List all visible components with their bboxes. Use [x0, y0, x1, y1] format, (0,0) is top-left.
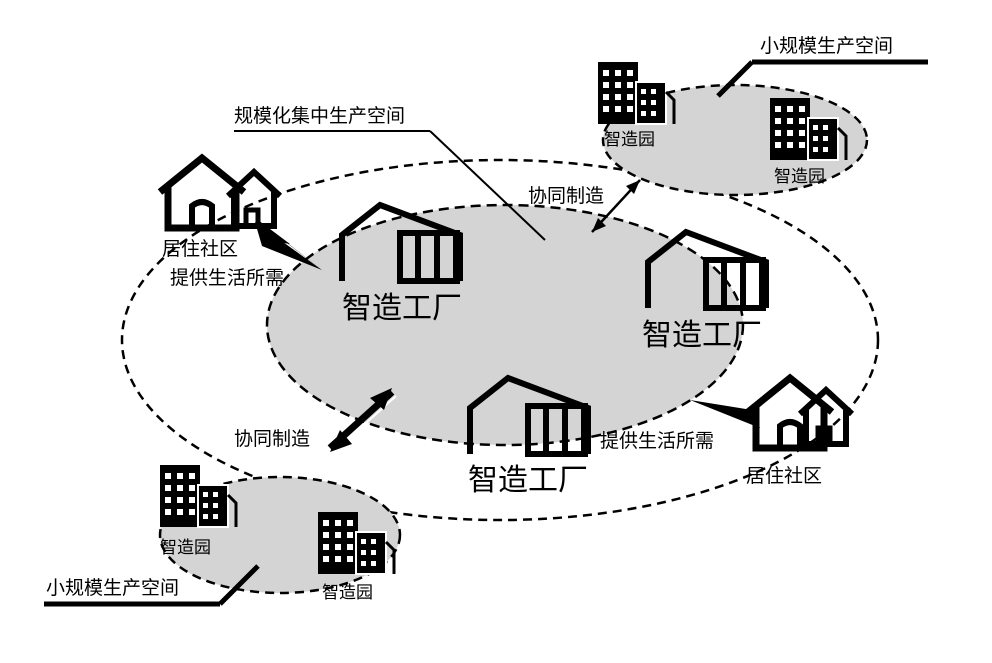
house-icon — [228, 172, 280, 226]
large-space-leader-diag — [429, 130, 546, 241]
residential-label-right: 居住社区 — [746, 465, 822, 487]
factory-label-2: 智造工厂 — [642, 318, 762, 353]
collab-label-top: 协同制造 — [528, 185, 604, 207]
outer-boundary-ellipse — [120, 158, 880, 522]
large-space-ellipse — [265, 203, 745, 447]
park-label: 智造园 — [774, 167, 825, 187]
large-space-label: 规模化集中生产空间 — [234, 105, 405, 127]
double-arrow-icon — [591, 179, 641, 233]
wedge-arrow-right — [690, 400, 760, 428]
small-space-top-label: 小规模生产空间 — [760, 35, 893, 57]
small-space-bottom-label: 小规模生产空间 — [46, 577, 179, 599]
park-label: 智造园 — [604, 130, 655, 150]
small-space-bottom-leader-diag — [218, 564, 260, 606]
small-space-top-leader-diag — [716, 60, 754, 98]
residential-label-left: 居住社区 — [162, 238, 238, 260]
park-label: 智造园 — [160, 538, 211, 558]
living-needs-arrow-left — [258, 220, 322, 270]
park-label: 智造园 — [322, 583, 373, 603]
wedge-arrow-left — [255, 222, 322, 270]
double-arrow-icon — [327, 388, 397, 453]
factory-label-3: 智造工厂 — [468, 463, 588, 498]
building-icon — [158, 463, 238, 529]
collab-label-bottom: 协同制造 — [234, 428, 310, 450]
living-needs-label-left: 提供生活所需 — [170, 267, 284, 289]
living-needs-label-right: 提供生活所需 — [600, 430, 714, 452]
building-icon — [596, 60, 676, 126]
factory-label-1: 智造工厂 — [342, 291, 462, 326]
